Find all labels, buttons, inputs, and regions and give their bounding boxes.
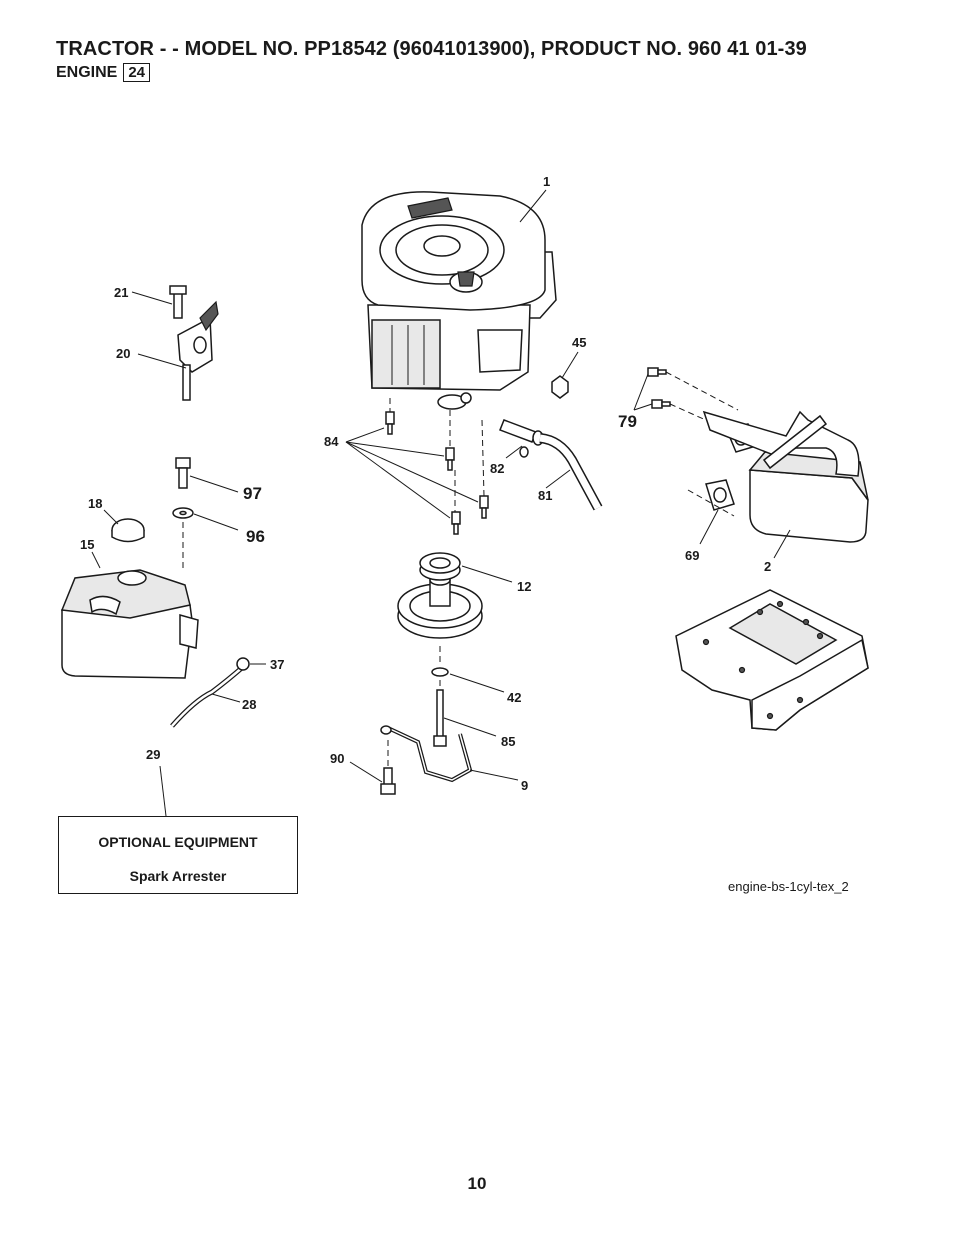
leader-9 bbox=[469, 769, 519, 781]
callout-85: 85 bbox=[501, 734, 515, 749]
callout-45: 45 bbox=[572, 335, 586, 350]
leader-82 bbox=[505, 445, 523, 459]
screws-79 bbox=[647, 367, 671, 409]
bolt-90 bbox=[380, 767, 396, 795]
callout-28: 28 bbox=[242, 697, 256, 712]
washer-42 bbox=[431, 667, 449, 677]
page-title: TRACTOR - - MODEL NO. PP18542 (960410139… bbox=[56, 38, 807, 60]
callout-81: 81 bbox=[538, 488, 552, 503]
callout-20: 20 bbox=[116, 346, 130, 361]
diagram-reference: engine-bs-1cyl-tex_2 bbox=[728, 879, 849, 894]
leader-42 bbox=[449, 673, 505, 693]
leader-84a bbox=[345, 427, 385, 443]
leader-97 bbox=[189, 475, 239, 493]
fuel-tank bbox=[60, 569, 199, 679]
leader-79b bbox=[633, 403, 653, 411]
leader-84d bbox=[345, 441, 451, 519]
leader-79a bbox=[633, 373, 649, 411]
callout-15: 15 bbox=[80, 537, 94, 552]
optional-equipment-item: Spark Arrester bbox=[129, 868, 227, 884]
mounting-frame bbox=[675, 589, 869, 731]
leader-20 bbox=[137, 353, 187, 369]
callout-18: 18 bbox=[88, 496, 102, 511]
leader-28 bbox=[211, 693, 241, 703]
leader-84b bbox=[345, 441, 445, 457]
leader-18 bbox=[103, 509, 119, 525]
leader-69 bbox=[699, 509, 719, 545]
section-name: ENGINE bbox=[56, 64, 118, 81]
callout-82: 82 bbox=[490, 461, 504, 476]
leader-21 bbox=[131, 291, 173, 305]
leader-45 bbox=[561, 351, 579, 379]
callout-90: 90 bbox=[330, 751, 344, 766]
exhaust-gasket bbox=[705, 479, 735, 511]
leader-81 bbox=[545, 469, 571, 489]
leader-29 bbox=[159, 765, 167, 817]
leader-96 bbox=[193, 513, 239, 531]
leader-85 bbox=[443, 717, 497, 737]
leader-1 bbox=[519, 189, 547, 223]
breather-tube bbox=[539, 433, 603, 511]
page-number: 10 bbox=[467, 1174, 487, 1193]
hose-clamp bbox=[236, 657, 250, 671]
callout-21: 21 bbox=[114, 285, 128, 300]
callout-79: 79 bbox=[618, 412, 637, 431]
bolt-85 bbox=[433, 689, 447, 747]
callout-2: 2 bbox=[764, 559, 771, 574]
fuel-fitting bbox=[499, 419, 544, 458]
callout-96: 96 bbox=[246, 527, 265, 546]
callout-69: 69 bbox=[685, 548, 699, 563]
fuel-line bbox=[170, 664, 246, 728]
callout-12: 12 bbox=[517, 579, 531, 594]
callout-1: 1 bbox=[543, 174, 550, 189]
callout-9: 9 bbox=[521, 778, 528, 793]
engine-assembly bbox=[361, 191, 557, 410]
muffler bbox=[702, 410, 869, 543]
leader-84c bbox=[345, 441, 479, 503]
leader-15 bbox=[91, 551, 101, 569]
screw-97 bbox=[175, 457, 191, 489]
leader-90 bbox=[349, 761, 383, 783]
fuel-cap bbox=[111, 518, 145, 543]
callout-37: 37 bbox=[270, 657, 284, 672]
bolts-84 bbox=[385, 411, 489, 535]
washer-96 bbox=[172, 507, 194, 519]
callout-97: 97 bbox=[243, 484, 262, 503]
nut-45 bbox=[551, 375, 569, 399]
optional-equipment-box: OPTIONAL EQUIPMENT Spark Arrester bbox=[58, 816, 298, 894]
leader-12 bbox=[461, 565, 513, 583]
section-heading: ENGINE 24 bbox=[56, 63, 151, 82]
engine-pulley bbox=[397, 552, 483, 639]
callout-84: 84 bbox=[324, 434, 339, 449]
leader-2 bbox=[773, 529, 791, 559]
section-number-box: 24 bbox=[123, 63, 151, 82]
optional-equipment-title: OPTIONAL EQUIPMENT bbox=[98, 834, 258, 850]
callout-42: 42 bbox=[507, 690, 521, 705]
belt-guide bbox=[380, 725, 473, 783]
throttle-bracket bbox=[169, 285, 219, 401]
callout-29: 29 bbox=[146, 747, 160, 762]
